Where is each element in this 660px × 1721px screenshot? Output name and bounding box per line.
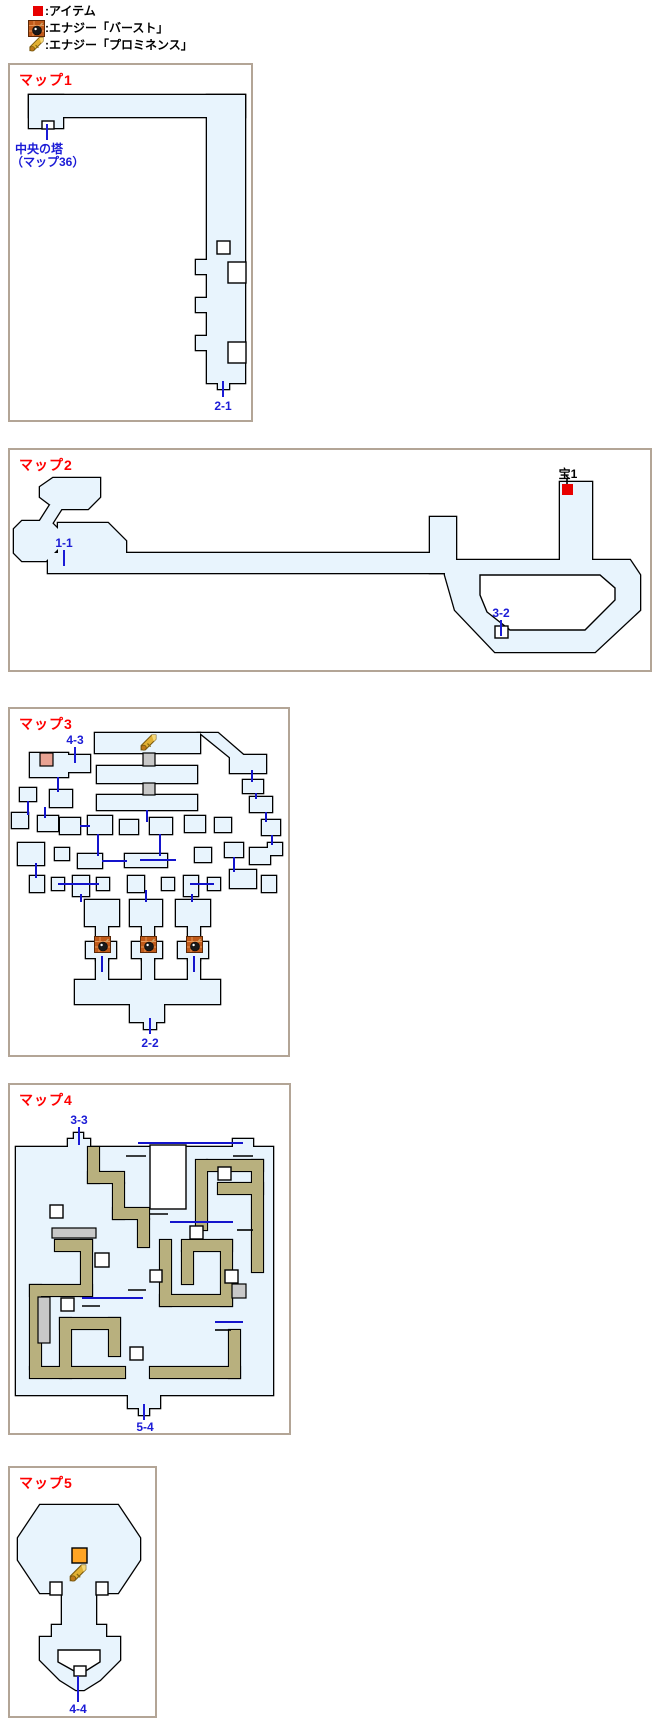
map5-orange-marker — [71, 1547, 88, 1564]
energy-burst-icon — [186, 936, 203, 953]
treasure-label: 宝1 — [559, 466, 578, 481]
exit-label-4-3: 4-3 — [66, 733, 84, 747]
map3-shape — [10, 731, 284, 1031]
map3-door-gray-1 — [142, 752, 156, 767]
map1-panel: マップ1 — [8, 63, 253, 422]
energy-burst-icon — [28, 20, 45, 37]
map5-panel: マップ5 4-4 — [8, 1466, 157, 1718]
energy-prominence-icon — [28, 37, 45, 54]
exit-label-2-2: 2-2 — [141, 1036, 159, 1050]
energy-burst-icon — [94, 936, 111, 953]
legend-row-burst: :エナジー「バースト」 — [28, 20, 193, 36]
map5-title: マップ5 — [19, 1475, 73, 1491]
map3-panel: マップ3 — [8, 707, 290, 1057]
legend-row-item: :アイテム — [28, 3, 193, 19]
exit-label-3-2: 3-2 — [492, 606, 510, 620]
map4-panel: マップ4 — [8, 1083, 291, 1435]
map2-panel: マップ2 — [8, 448, 652, 672]
map2-title: マップ2 — [19, 457, 73, 473]
map1-canvas: 中央の塔 （マップ36） 2-1 — [11, 93, 247, 413]
map5-shape — [16, 1503, 142, 1692]
map5-bottom-exit-notch — [73, 1665, 87, 1677]
map3-title: マップ3 — [19, 716, 73, 732]
item-marker-icon — [28, 3, 45, 20]
exit-label-3-3: 3-3 — [70, 1113, 88, 1127]
map1-title: マップ1 — [19, 72, 73, 88]
map3-connector-lines — [27, 770, 273, 972]
energy-burst-icon — [140, 936, 157, 953]
treasure-item-marker — [562, 484, 573, 495]
map3-door-gray-2 — [142, 782, 156, 796]
exit-label-2-1: 2-1 — [214, 399, 232, 413]
map4-teleport-lines — [82, 1142, 253, 1331]
map-legend: :アイテム :エナジー「バースト」 :エナジー「プロミネンス」 — [28, 3, 193, 54]
map1-shape — [27, 93, 247, 391]
exit-label-4-4: 4-4 — [69, 1702, 87, 1716]
map36-link-ref: （マップ36） — [11, 154, 84, 169]
map4-maze-walls — [28, 1145, 265, 1380]
legend-burst-label: :エナジー「バースト」 — [45, 21, 169, 35]
map2-canvas: 1-1 3-2 宝1 — [12, 466, 642, 654]
exit-label-1-1: 1-1 — [55, 536, 73, 550]
legend-row-prominence: :エナジー「プロミネンス」 — [28, 37, 193, 53]
map4-holes — [49, 1144, 239, 1361]
legend-prominence-label: :エナジー「プロミネンス」 — [45, 38, 193, 52]
map36-link-name: 中央の塔 — [15, 141, 64, 156]
map3-salmon-marker — [39, 752, 54, 767]
map4-canvas: 3-3 5-4 — [14, 1113, 275, 1433]
legend-item-label: :アイテム — [45, 4, 96, 18]
map3-canvas: 4-3 2-2 — [10, 731, 284, 1050]
exit-label-5-4: 5-4 — [136, 1420, 154, 1433]
map4-gray-block-v — [37, 1296, 51, 1344]
map4-title: マップ4 — [19, 1092, 73, 1108]
map2-shape — [12, 476, 642, 654]
map4-gray-block-sq — [231, 1283, 247, 1299]
map5-canvas: 4-4 — [16, 1503, 142, 1716]
map4-gray-block-h — [51, 1227, 97, 1239]
